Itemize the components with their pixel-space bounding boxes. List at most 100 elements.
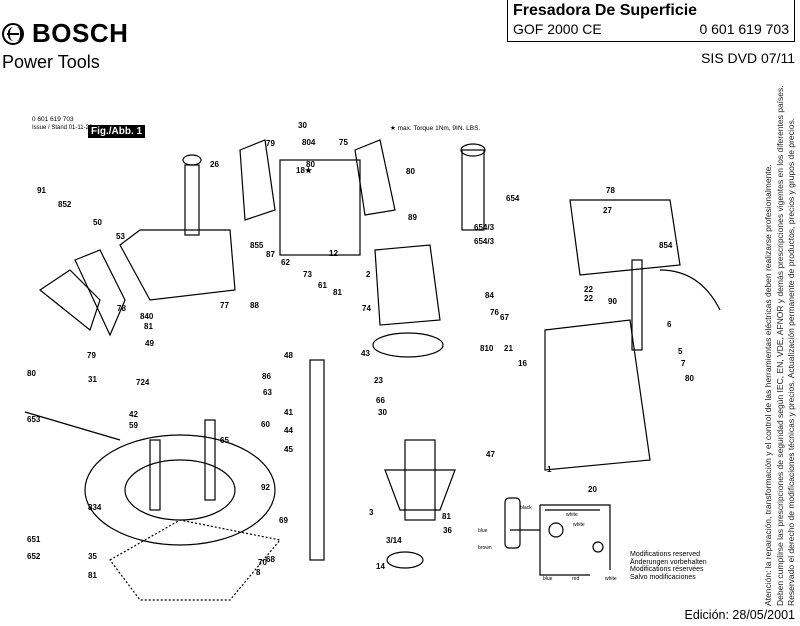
part-label: 92 — [261, 483, 270, 492]
brand-name: BOSCH — [32, 18, 129, 48]
part-label: 50 — [93, 218, 102, 227]
part-label: 22 — [584, 294, 593, 303]
part-label: 81 — [88, 571, 97, 580]
part-label: 81 — [333, 288, 342, 297]
part-label: 86 — [262, 372, 271, 381]
part-label: 20 — [588, 485, 597, 494]
wire-label: black — [520, 505, 532, 511]
part-label: 78 — [117, 304, 126, 313]
part-label: 59 — [129, 421, 138, 430]
part-label: 18★ — [296, 166, 313, 175]
part-label: 840 — [140, 312, 154, 321]
wire-label: brown — [478, 545, 492, 551]
part-label: 12 — [329, 249, 338, 258]
part-label: 26 — [210, 160, 219, 169]
mod-line: Salvo modificaciones — [630, 573, 696, 581]
part-label: 43 — [361, 349, 370, 358]
part-label: 65 — [220, 436, 229, 445]
part-label: 87 — [266, 250, 275, 259]
part-label: 1 — [547, 465, 552, 474]
part-label: 5 — [678, 347, 683, 356]
part-label: 68 — [266, 555, 275, 564]
wire-label: white — [573, 522, 585, 528]
edition-date: Edición: 28/05/2001 — [684, 608, 795, 622]
part-label: 73 — [303, 270, 312, 279]
figure-label: Fig./Abb. 1 — [88, 125, 146, 138]
issue-date: Issue / Stand 01-11-20 — [32, 125, 92, 132]
part-label: 44 — [284, 426, 293, 435]
part-label: 61 — [318, 281, 327, 290]
part-label: 78 — [606, 186, 615, 195]
part-label: 36 — [443, 526, 452, 535]
model-name: GOF 2000 CE — [513, 21, 602, 37]
subtitle: Power Tools — [2, 52, 100, 72]
sis-version: SIS DVD 07/11 — [701, 50, 795, 66]
torque-note: ★ max. Torque 1Nm, 9IN. LBS. — [390, 125, 481, 132]
part-label: 3 — [369, 508, 374, 517]
part-label: 53 — [116, 232, 125, 241]
part-label: 75 — [339, 138, 348, 147]
part-label: 23 — [374, 376, 383, 385]
part-label: 42 — [129, 410, 138, 419]
part-label: 76 — [490, 308, 499, 317]
part-label: 81 — [144, 322, 153, 331]
part-label: 3/14 — [386, 536, 402, 545]
modifications-note: Modifications reserved Änderungen vorbeh… — [630, 551, 707, 581]
part-label: 16 — [518, 359, 527, 368]
part-label: 654/3 — [474, 237, 495, 246]
part-label: 60 — [261, 420, 270, 429]
part-label: 47 — [486, 450, 495, 459]
part-label: 49 — [145, 339, 154, 348]
bosch-armature-icon — [2, 22, 24, 45]
bosch-logo: BOSCH — [2, 18, 128, 49]
part-label: 21 — [504, 344, 513, 353]
part-label: 79 — [87, 351, 96, 360]
part-label: 41 — [284, 408, 293, 417]
mod-line: Änderungen vorbehalten — [630, 558, 707, 566]
part-label: 7 — [681, 359, 686, 368]
part-label: 80 — [306, 160, 315, 169]
part-label: 48 — [284, 351, 293, 360]
wire-label: red — [572, 576, 580, 582]
part-label: 810 — [480, 344, 494, 353]
part-label: 84 — [485, 291, 494, 300]
legal-line: Deben cumplirse las prescripciones de se… — [774, 85, 785, 606]
product-title: Fresadora De Superficie — [513, 2, 698, 19]
mod-line: Modifications reserved — [630, 551, 701, 558]
part-label: 90 — [608, 297, 617, 306]
part-label: 31 — [88, 375, 97, 384]
part-label: 80 — [685, 374, 694, 383]
part-label: 834 — [88, 503, 102, 512]
part-label: 91 — [37, 186, 46, 195]
wire-label: blue — [543, 576, 553, 582]
part-label: 80 — [406, 167, 415, 176]
part-label: 651 — [27, 535, 41, 544]
part-label: 35 — [88, 552, 97, 561]
part-label: 8 — [256, 568, 261, 577]
part-label: 724 — [136, 378, 150, 387]
part-label: 79 — [266, 139, 275, 148]
part-label: 30 — [378, 408, 387, 417]
part-label: 45 — [284, 445, 293, 454]
issue-label: Issue / Stand — [32, 125, 68, 131]
wire-label: blue — [478, 528, 488, 534]
part-label: 81 — [442, 512, 451, 521]
part-label: 62 — [281, 258, 290, 267]
wire-label: white — [605, 576, 617, 582]
part-label: 30 — [298, 121, 307, 130]
part-label: 652 — [27, 552, 41, 561]
part-label: 852 — [58, 200, 72, 209]
part-label: 63 — [263, 388, 272, 397]
part-number: 0 601 619 703 — [699, 21, 789, 37]
part-label: 88 — [250, 301, 259, 310]
part-label: 854 — [659, 241, 673, 250]
part-label: 70 — [258, 558, 267, 567]
part-label: 22 — [584, 285, 593, 294]
part-label: 74 — [362, 304, 371, 313]
part-label: 80 — [27, 369, 36, 378]
part-label: 77 — [220, 301, 229, 310]
part-label: 69 — [279, 516, 288, 525]
side-legal-note: Atención: la reparación, transformación … — [763, 76, 798, 606]
part-label: 654/3 — [474, 223, 495, 232]
